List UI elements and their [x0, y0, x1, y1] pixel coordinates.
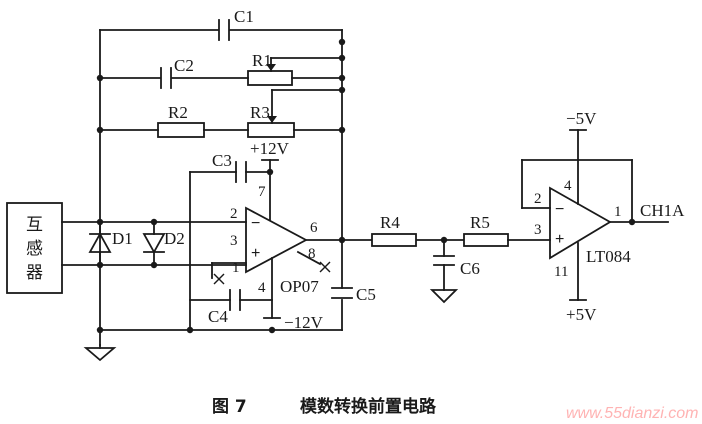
lt084-pin-4: 4 [564, 178, 572, 194]
label-vminus12: −12V [284, 313, 324, 332]
resistor-r4 [371, 233, 417, 247]
op07-pin-2: 2 [230, 206, 238, 222]
capacitor-c5 [331, 239, 353, 299]
watermark: www.55dianzi.com [566, 405, 699, 422]
resistor-r2 [157, 122, 205, 138]
label-vminus5: −5V [566, 109, 597, 128]
op07-pin-1: 1 [232, 260, 240, 276]
label-op07: OP07 [280, 277, 319, 296]
label-r5: R5 [470, 213, 490, 232]
lt084-plus-sign: + [555, 231, 564, 248]
label-c2: C2 [174, 56, 194, 75]
sensor-char-2: 感 [26, 239, 43, 259]
caption-title: 模数转换前置电路 [300, 396, 437, 417]
component-labels: C1 C2 R1 R2 R3 +12V C3 D1 D2 OP07 C4 −12… [112, 7, 685, 332]
resistor-r1 [247, 64, 293, 86]
op07-pin-7: 7 [258, 184, 266, 200]
op07-pin-6: 6 [310, 220, 318, 236]
label-vplus12: +12V [250, 139, 290, 158]
label-c3: C3 [212, 151, 232, 170]
label-lt084: LT084 [586, 247, 631, 266]
capacitor-c2 [160, 67, 172, 89]
label-d2: D2 [164, 229, 185, 248]
label-c5: C5 [356, 285, 376, 304]
op07-pin-4: 4 [258, 280, 266, 296]
label-ch1a: CH1A [640, 201, 685, 220]
lt084-pin-labels: 2 3 4 11 1 − + [534, 178, 622, 280]
capacitor-c3 [189, 161, 271, 331]
lt084-minus-sign: − [555, 201, 564, 218]
ground-symbol-left [83, 344, 117, 362]
op07-minus-sign: − [251, 215, 260, 232]
op07-pin-8: 8 [308, 246, 316, 262]
label-c4: C4 [208, 307, 228, 326]
label-r4: R4 [380, 213, 400, 232]
label-vplus5: +5V [566, 305, 597, 324]
capacitor-c6 [429, 239, 459, 304]
op07-plus-sign: + [251, 245, 260, 262]
opamp-op07 [211, 159, 445, 319]
label-d1: D1 [112, 229, 133, 248]
opamp-lt084 [521, 129, 669, 301]
label-c6: C6 [460, 259, 480, 278]
feedback-network-wires [99, 29, 343, 346]
lt084-pin-11: 11 [554, 264, 568, 280]
resistor-r5 [443, 233, 551, 247]
sensor-label: 互 感 器 [26, 215, 43, 283]
label-r3: R3 [250, 103, 270, 122]
lt084-pin-2: 2 [534, 191, 542, 207]
capacitor-c4 [189, 289, 273, 311]
lt084-pin-1: 1 [614, 204, 622, 220]
label-r1: R1 [252, 51, 272, 70]
lt084-pin-3: 3 [534, 222, 542, 238]
sensor-char-3: 器 [26, 263, 43, 283]
ground-rail [99, 299, 343, 331]
diode-d1 [88, 221, 112, 266]
sensor-char-1: 互 [26, 215, 43, 235]
resistor-r3 [247, 116, 295, 138]
label-c1: C1 [234, 7, 254, 26]
caption-figure-number: 图 7 [212, 397, 247, 417]
diode-d2 [142, 221, 166, 266]
label-r2: R2 [168, 103, 188, 122]
op07-pin-3: 3 [230, 233, 238, 249]
capacitor-c1 [218, 19, 230, 41]
op07-pin-labels: 2 3 1 7 6 8 4 − + [230, 184, 318, 296]
figure-caption: 图 7 模数转换前置电路 [212, 396, 437, 417]
